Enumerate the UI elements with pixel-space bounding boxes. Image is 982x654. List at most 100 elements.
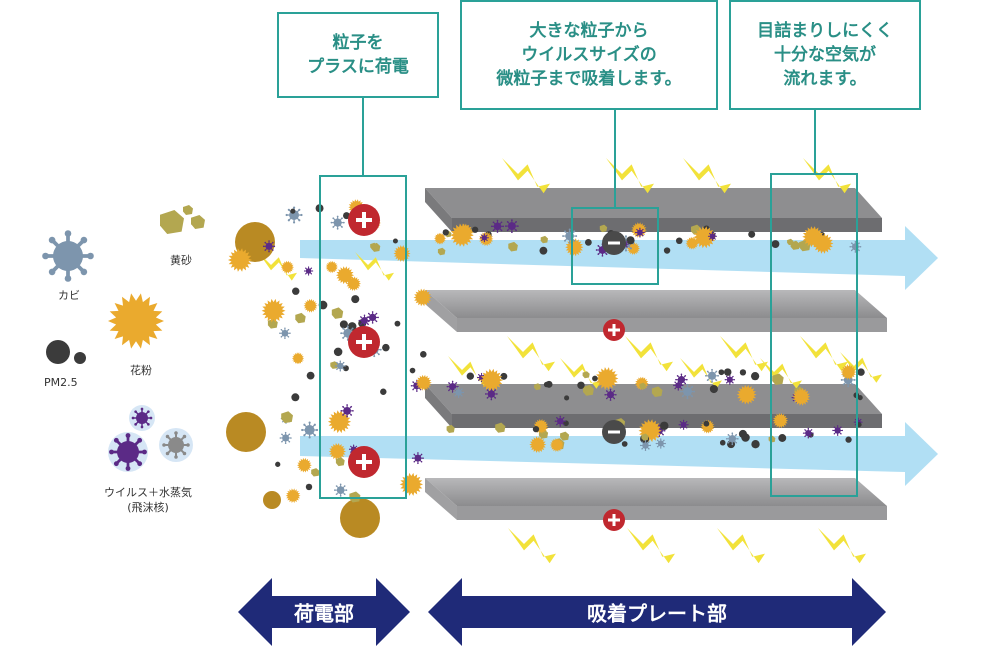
pm25-icon [563, 420, 569, 427]
pm25-icon [741, 433, 750, 442]
yellow-sand-icon [437, 247, 446, 256]
pollen-icon [285, 488, 301, 503]
spark-icon [683, 158, 731, 194]
pm25-icon [577, 381, 585, 389]
pm25-icon [380, 388, 387, 395]
virus-icon [673, 380, 684, 391]
plus-charge-icon [603, 509, 625, 531]
yellow-sand-icon [641, 433, 649, 441]
callout-charge-line-2: プラスに荷電 [307, 57, 409, 77]
virus-icon [484, 387, 498, 401]
virus-icon [109, 433, 147, 471]
yellow-sand-icon [281, 411, 293, 424]
pm25-icon [723, 368, 732, 376]
yellow-sand-icon [787, 238, 794, 246]
pm25-icon [718, 369, 725, 376]
pollen-icon [840, 364, 857, 380]
spark-icon [502, 158, 550, 194]
callout-airflow: 目詰まりしにくく 十分な空気が 流れます。 [729, 0, 921, 110]
mold-icon [453, 386, 465, 399]
pollen-icon [328, 443, 346, 460]
virus-icon [262, 240, 276, 253]
spark-icon [680, 358, 722, 389]
large-particle-icon [226, 412, 266, 452]
virus-icon [340, 404, 354, 418]
pm25-icon [621, 441, 628, 447]
pm25-icon [719, 439, 726, 446]
charge-symbols [348, 204, 626, 531]
virus-icon [411, 452, 424, 465]
mold-icon [562, 228, 578, 244]
legend-label-pollen: 花粉 [130, 364, 152, 377]
callout-adsorb-line-3: 微粒子まで吸着します。 [496, 69, 682, 89]
pollen-icon [346, 276, 361, 291]
virus-icon [707, 231, 717, 241]
pollen-icon [261, 298, 286, 323]
yellow-sand-icon [183, 205, 193, 215]
pm25-icon [659, 421, 669, 431]
pm25-icon [543, 381, 550, 388]
pm25-icon [394, 320, 401, 327]
minus-charge-icon [602, 231, 626, 255]
callout-adsorb-line-1: 大きな粒子から [529, 21, 649, 41]
virus-icon [802, 427, 814, 439]
spark-icon [355, 252, 394, 281]
callout-charge-line-1: 粒子を [332, 33, 384, 53]
pm25-icon [532, 425, 540, 433]
virus-icon [366, 311, 379, 324]
virus-icon [358, 314, 371, 327]
yellow-sand-icon [772, 373, 784, 385]
pm25-icon [306, 371, 315, 380]
plus-charge-icon [348, 204, 380, 236]
pm25-icon [290, 208, 296, 214]
spark-icon [717, 528, 765, 564]
virus-icon [131, 407, 153, 429]
pm25-icon [703, 420, 710, 427]
legend-label-pm25: PM2.5 [44, 376, 78, 389]
section-arrow-charging [238, 578, 410, 646]
spark-icon [507, 336, 555, 372]
pollen-icon [595, 367, 619, 390]
pollen-icon [327, 410, 352, 434]
plus-charge-icon [603, 319, 625, 341]
pollen-icon [399, 472, 423, 496]
pm25-icon [46, 340, 70, 364]
pm25-icon [663, 247, 671, 254]
yellow-sand-icon [534, 383, 541, 391]
pollen-icon [228, 248, 252, 272]
yellow-sand-icon [582, 371, 590, 379]
large-particle-icon [340, 498, 380, 538]
pm25-icon [291, 393, 300, 402]
yellow-sand-icon [311, 468, 320, 477]
pm25-icon [592, 375, 598, 382]
pm25-icon [778, 434, 787, 442]
pm25-icon [739, 369, 747, 376]
plate-4 [425, 478, 887, 520]
pollen-icon [325, 260, 338, 274]
spark-icon [606, 158, 654, 194]
pm25-icon [471, 226, 479, 233]
pollen-icon [693, 226, 716, 249]
virus-icon [479, 233, 489, 243]
pollen-icon [291, 352, 305, 365]
virus-icon [634, 227, 645, 238]
large-particle-icon [263, 491, 281, 509]
spark-icon [625, 336, 673, 372]
virus-icon [604, 388, 617, 401]
pm25-icon [305, 483, 313, 491]
virus-icon [303, 266, 314, 276]
mold-icon [279, 327, 291, 340]
yellow-sand-icon [540, 235, 548, 244]
pollen-icon [792, 387, 811, 406]
pm25-icon [420, 351, 427, 358]
plate-3 [425, 384, 882, 428]
pm25-icon [771, 240, 780, 248]
yellow-sand-icon [495, 422, 506, 433]
pm25-icon [539, 246, 548, 255]
spark-icon [803, 158, 851, 194]
pollen-icon [480, 368, 503, 392]
pm25-icon [333, 347, 343, 357]
mold-icon [334, 360, 346, 372]
